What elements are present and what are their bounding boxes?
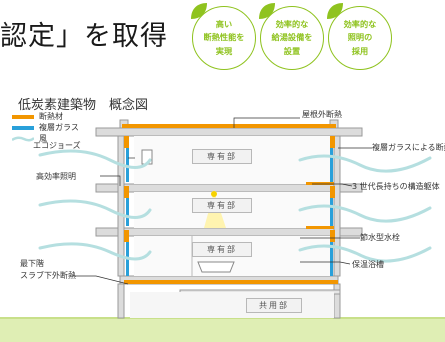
feature-badge-insulation: 高い 断熱性能を 実現 (191, 3, 256, 70)
feature-badge-lighting: 効率的な 照明の 採用 (327, 3, 392, 70)
badge-label: 高い 断熱性能を 実現 (203, 19, 245, 56)
callout-ecojoze: エコジョーズ (33, 141, 81, 150)
wind-icon (12, 135, 34, 142)
legend-label: 断熱材 (39, 112, 63, 121)
page-heading: 認定」を取得 (0, 21, 168, 52)
ground-floor-space (130, 292, 334, 318)
room-label-common: 共用部 (246, 298, 302, 313)
legend-swatch-insulation (12, 114, 34, 119)
leaf-icon (191, 3, 207, 19)
room-label-private-3: 専有部 (192, 149, 252, 164)
wall-insulation (124, 136, 338, 284)
callout-lines (72, 117, 372, 285)
lamp-icon (211, 191, 217, 197)
bathtub-icon (197, 261, 235, 273)
diagram-title: 低炭素建築物 概念図 (18, 98, 149, 113)
legend-label: 複層ガラス (39, 123, 79, 132)
legend-insulation: 断熱材 (12, 111, 63, 122)
legend-glass: 複層ガラス (12, 122, 79, 133)
badge-label: 効率的な 給湯設備を 設置 (271, 19, 313, 56)
legend-label: 風 (39, 134, 47, 143)
callout-double-glazing: 複層ガラスによる断熱 (372, 143, 445, 152)
callout-bathtub: 保温浴槽 (352, 260, 384, 269)
callout-roof-insulation: 屋根外断熱 (302, 110, 342, 119)
ground (0, 318, 445, 342)
callout-slab-line1: 最下階 (20, 259, 44, 268)
room-label-private-1: 専有部 (192, 242, 252, 257)
callout-lighting: 高効率照明 (36, 172, 76, 181)
callout-slab-line2: スラブ下外断熱 (20, 271, 76, 280)
legend-swatch-glass (12, 125, 34, 130)
leaf-icon (259, 3, 275, 19)
callout-structure: 3 世代長持ちの構造躯体 (352, 182, 440, 191)
roof-insulation (122, 124, 336, 128)
feature-badge-hot-water: 効率的な 給湯設備を 設置 (259, 3, 324, 70)
badge-label: 効率的な 照明の 採用 (343, 19, 377, 56)
wind-flows (38, 149, 432, 263)
leaf-icon (327, 3, 343, 19)
room-label-private-2: 専有部 (192, 198, 252, 213)
legend-wind: 風 (12, 133, 47, 144)
callout-faucet: 節水型水栓 (360, 233, 400, 242)
